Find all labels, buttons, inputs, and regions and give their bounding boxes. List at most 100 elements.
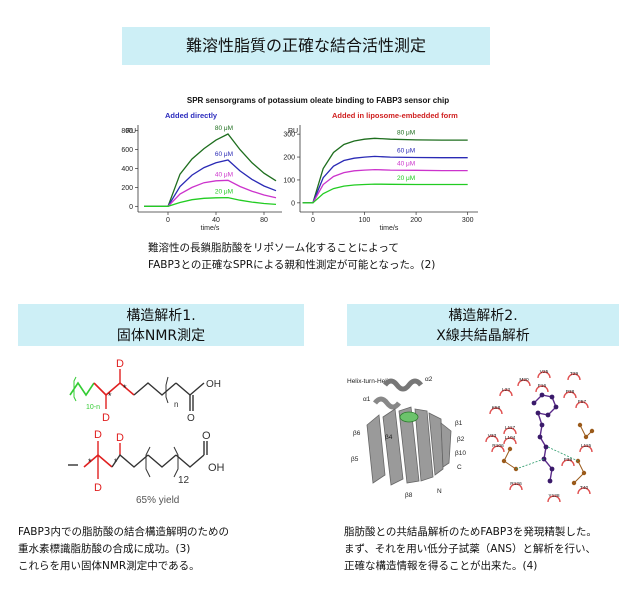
ligand-atom bbox=[549, 466, 555, 472]
hydrophobic-arc bbox=[537, 371, 551, 379]
structure-1-d-bottom: D bbox=[102, 412, 110, 424]
beta-barrel bbox=[366, 406, 452, 486]
chart-2-series-3-line bbox=[302, 168, 468, 204]
n-terminus-label: N bbox=[437, 488, 442, 495]
top-caption-line-1: 難溶性の長鎖脂肪酸をリポソーム化することによって bbox=[148, 242, 399, 254]
residue-label: T40 bbox=[580, 485, 589, 491]
nmr-caption: FABP3内での脂肪酸の結合構造解明のための 重水素標識脂肪酸の合成に成功。(3… bbox=[18, 524, 318, 575]
hydrophobic-arc bbox=[535, 385, 549, 393]
structure-2-n12-label: 12 bbox=[178, 475, 190, 486]
structure-2-d-bottom: D bbox=[94, 482, 102, 494]
chart-2-y-tick-label: 100 bbox=[283, 177, 295, 184]
xray-caption-line-1: 脂肪酸との共結晶解析のためFABP3を発現精製した。 bbox=[344, 526, 597, 538]
residue-label: F38 bbox=[564, 457, 573, 463]
xray-heading-line-1: 構造解析2. bbox=[448, 308, 518, 324]
hydrophobic-arc bbox=[489, 407, 503, 415]
chart-2-series-4-line bbox=[302, 183, 468, 204]
nmr-heading-line-1: 構造解析1. bbox=[126, 308, 196, 324]
structure-2-oh-label: OH bbox=[208, 462, 225, 474]
structure-1-acid bbox=[175, 382, 205, 396]
hbond bbox=[515, 458, 545, 470]
nmr-caption-line-3: これらを用い固体NMR測定中である。 bbox=[18, 560, 200, 572]
chart-2-y-tick-label: 200 bbox=[283, 155, 295, 162]
hydrophobic-arc bbox=[517, 379, 531, 387]
chart-2-xlabel: time/s bbox=[380, 225, 399, 230]
hydrophobic-arc bbox=[579, 445, 593, 453]
b4-label: β4 bbox=[385, 434, 393, 441]
hydrophobic-arc bbox=[503, 427, 517, 435]
nmr-banner: 構造解析1. 固体NMR測定 bbox=[18, 304, 304, 346]
xray-banner: 構造解析2. X線共結晶解析 bbox=[347, 304, 619, 346]
xray-caption-line-3: 正確な構造情報を得ることが出来た。(4) bbox=[344, 560, 538, 572]
structure-2-star-1: * bbox=[88, 457, 92, 467]
ligand-atom bbox=[531, 400, 537, 406]
top-caption-line-2: FABP3との正確なSPRによる親和性測定が可能となった。(2) bbox=[148, 259, 436, 271]
chart-1-series-2-line bbox=[144, 159, 277, 207]
left-chart-subtitle: Added directly bbox=[165, 111, 218, 120]
chart-1-series-1-label: 80 μM bbox=[215, 125, 233, 132]
b10-label: β10 bbox=[455, 450, 466, 457]
a2-label: α2 bbox=[425, 376, 433, 383]
residue-label: R126 bbox=[510, 481, 522, 487]
deuterated-fatty-acid-structures: 10-n D D * * n O OH D D * * D 12 O OH 65… bbox=[68, 358, 225, 505]
structure-1-star-2: * bbox=[123, 383, 127, 393]
structure-2-chain bbox=[111, 453, 149, 468]
b8-label: β8 bbox=[405, 492, 413, 499]
structure-1-star-1: * bbox=[108, 391, 112, 401]
residue-bond bbox=[579, 424, 593, 438]
chart-1-series-4-label: 20 μM bbox=[215, 189, 233, 196]
chart-2-series-3-label: 40 μM bbox=[397, 161, 415, 168]
chart-1-series-3-label: 40 μM bbox=[215, 171, 233, 178]
chart-1-series-1-line bbox=[144, 133, 277, 207]
chart-1-y-tick-label: 600 bbox=[121, 147, 133, 154]
residue-label: M20 bbox=[519, 377, 529, 383]
chart-2-series-1-label: 80 μM bbox=[397, 129, 415, 136]
chart-2-series-2-line bbox=[302, 155, 468, 204]
nmr-heading-line-2: 固体NMR測定 bbox=[116, 328, 206, 344]
hydrophobic-arc bbox=[485, 435, 499, 443]
ligand-atom bbox=[543, 444, 549, 450]
residue-label: L104 bbox=[505, 435, 516, 441]
xray-caption-line-2: まず、それを用い低分子試薬（ANS）と解析を行い、 bbox=[344, 543, 596, 555]
residue-label: F16 bbox=[538, 383, 547, 389]
chart-2-ylabel: RU bbox=[288, 128, 298, 135]
b2-label: β2 bbox=[457, 436, 465, 443]
chart-1-series-3-line bbox=[144, 179, 277, 207]
chart-title: SPR sensorgrams of potassium oleate bind… bbox=[186, 96, 450, 105]
hydrophobic-arc bbox=[561, 459, 575, 467]
chart-1-x-tick-label: 0 bbox=[166, 217, 170, 224]
residue-label: T29 bbox=[570, 371, 579, 377]
chart-2-y-tick-label: 300 bbox=[283, 132, 295, 139]
residue-bond bbox=[573, 460, 585, 484]
residue-label: L117 bbox=[505, 425, 516, 431]
chart-1-y-tick-label: 400 bbox=[121, 166, 133, 173]
hydrophobic-arc bbox=[577, 487, 591, 495]
residue-label: P38 bbox=[566, 389, 575, 395]
chart-1-y-tick-label: 800 bbox=[121, 128, 133, 135]
ligand-atom bbox=[539, 422, 545, 428]
chart-1-y-tick-label: 0 bbox=[129, 204, 133, 211]
residue-label: L23 bbox=[502, 387, 510, 393]
nmr-caption-line-2: 重水素標識脂肪酸の合成に成功。(3) bbox=[18, 543, 191, 555]
chart-2-series-4-label: 20 μM bbox=[397, 175, 415, 182]
top-caption: 難溶性の長鎖脂肪酸をリポソーム化することによって FABP3との正確なSPRによ… bbox=[148, 240, 548, 274]
ligand-atom bbox=[537, 434, 543, 440]
structure-1-ten-n-label: 10-n bbox=[86, 404, 100, 411]
ligand-atom bbox=[535, 410, 541, 416]
title-banner: 難溶性脂質の正確な結合活性測定 bbox=[122, 27, 490, 65]
chart-1-series-4-line bbox=[144, 196, 277, 207]
hydrophobic-arc bbox=[503, 437, 517, 445]
structure-2-acid bbox=[175, 454, 205, 468]
xray-caption: 脂肪酸との共結晶解析のためFABP3を発現精製した。 まず、それを用い低分子試薬… bbox=[344, 524, 640, 575]
structure-1-chain bbox=[133, 382, 177, 396]
residue-label: Y128 bbox=[548, 493, 560, 499]
structure-2-o-label: O bbox=[202, 430, 211, 442]
chart-1-xlabel: time/s bbox=[201, 225, 220, 230]
hydrophobic-arc bbox=[509, 483, 523, 491]
structure-1-bracket bbox=[73, 376, 77, 402]
ligand-atom bbox=[553, 404, 559, 410]
hydrophobic-arc bbox=[547, 495, 561, 503]
structure-1-paren bbox=[165, 376, 169, 404]
xray-heading-line-2: X線共結晶解析 bbox=[436, 328, 530, 344]
